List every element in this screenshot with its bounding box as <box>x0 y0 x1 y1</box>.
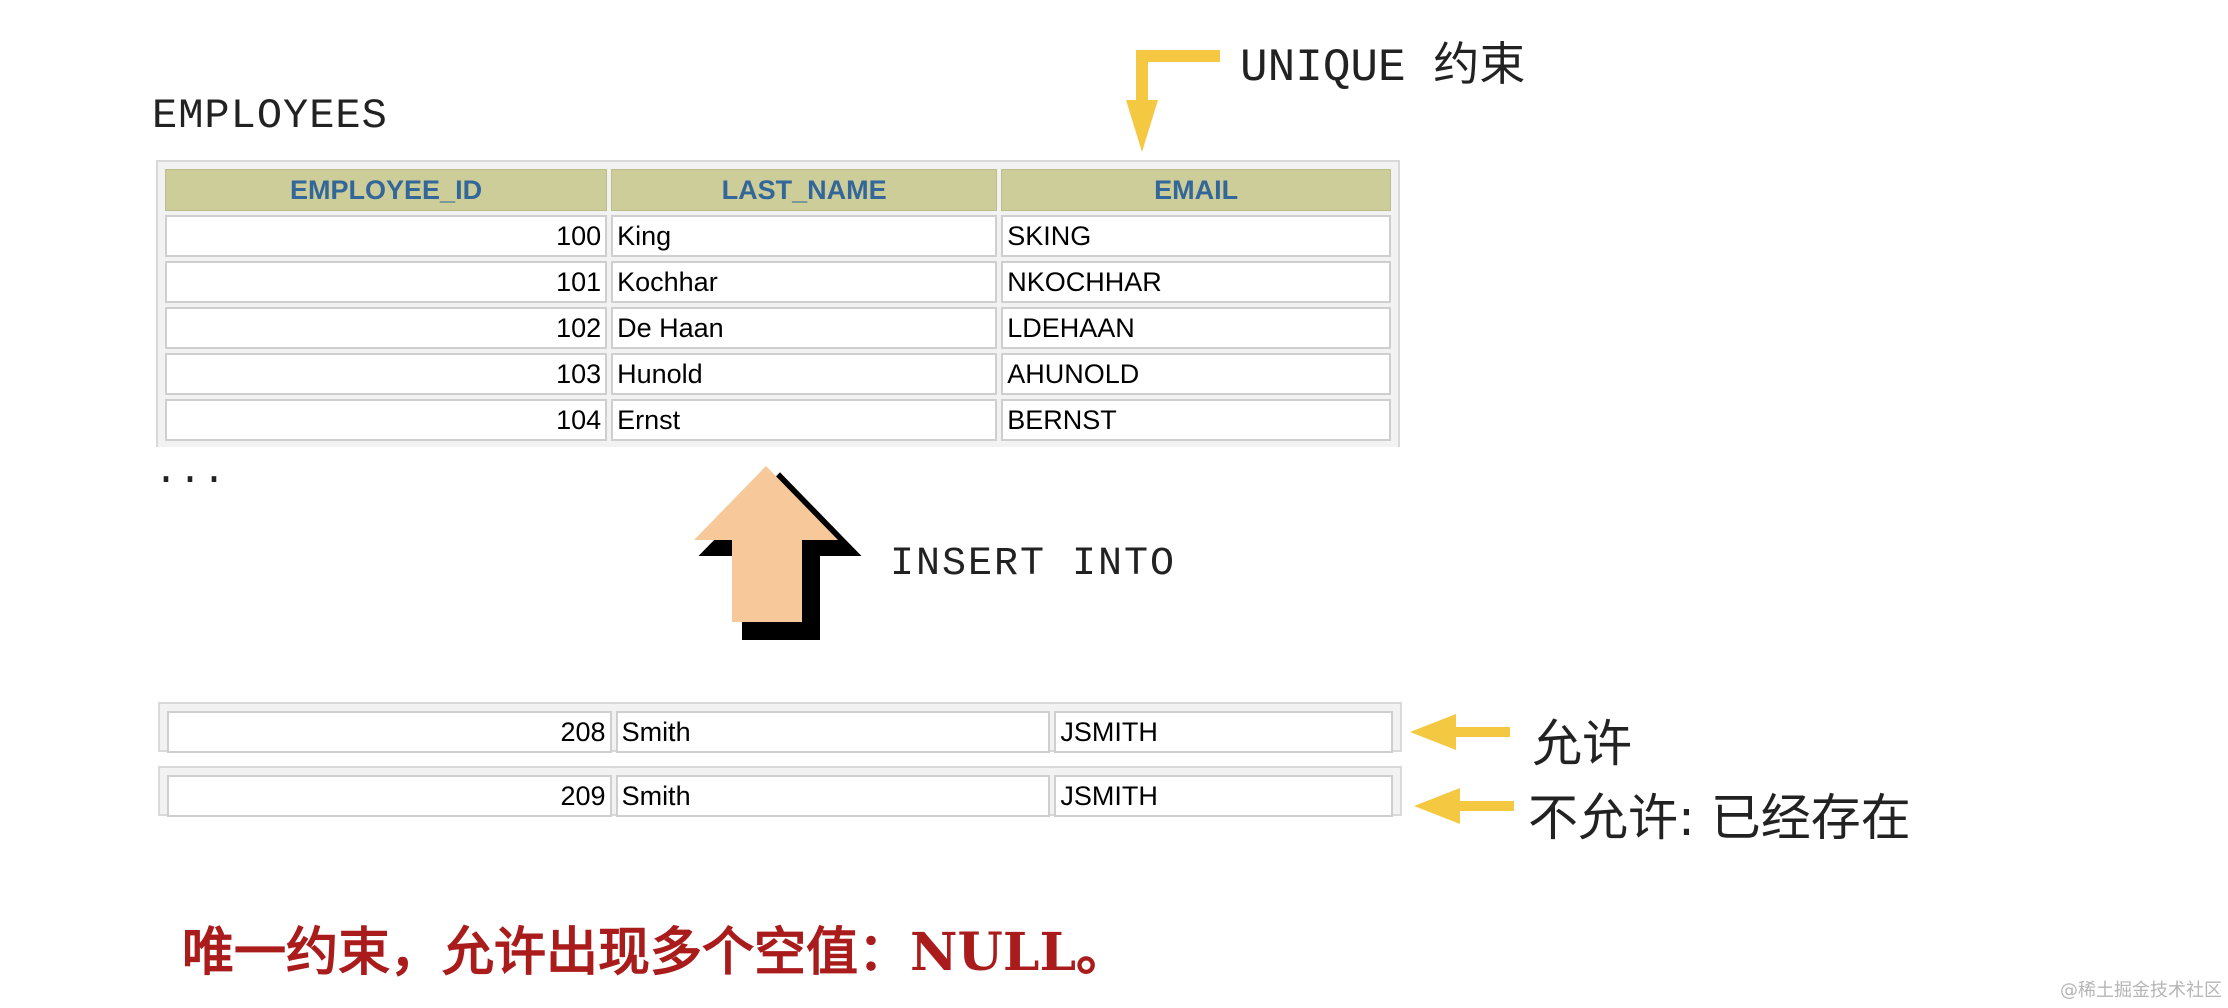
column-header-last-name: LAST_NAME <box>611 169 998 211</box>
employees-table: EMPLOYEE_ID LAST_NAME EMAIL 100 King SKI… <box>156 160 1400 447</box>
cell-last-name: Smith <box>615 711 1051 753</box>
employees-grid: EMPLOYEE_ID LAST_NAME EMAIL 100 King SKI… <box>161 165 1395 445</box>
watermark: @稀土掘金技术社区 <box>2060 980 2222 1001</box>
table-row: 209 Smith JSMITH <box>167 775 1393 817</box>
cell-email: JSMITH <box>1054 775 1393 817</box>
cell-last-name: Smith <box>615 775 1051 817</box>
table-ellipsis: ... <box>154 450 227 495</box>
unique-label-en: UNIQUE <box>1240 42 1406 94</box>
cell-employee-id: 101 <box>165 261 608 303</box>
cell-email: LDEHAAN <box>1001 307 1391 349</box>
insert-row-allowed-note: 允许 <box>1532 715 1632 773</box>
cell-last-name: King <box>611 215 998 257</box>
cell-employee-id: 104 <box>165 399 608 441</box>
table-header-row: EMPLOYEE_ID LAST_NAME EMAIL <box>165 169 1391 211</box>
insert-row-rejected: 209 Smith JSMITH <box>158 766 1402 817</box>
cell-employee-id: 208 <box>167 711 612 753</box>
insert-row-allowed: 208 Smith JSMITH <box>158 702 1402 753</box>
cell-last-name: Kochhar <box>611 261 998 303</box>
insert-into-label: INSERT INTO <box>890 542 1177 587</box>
unique-constraint-label: UNIQUE 约束 <box>1240 28 1525 94</box>
unique-label-cn: 约束 <box>1433 37 1526 91</box>
table-row: 208 Smith JSMITH <box>167 711 1393 753</box>
table-row: 103 Hunold AHUNOLD <box>165 353 1391 395</box>
column-header-email: EMAIL <box>1001 169 1391 211</box>
cell-employee-id: 103 <box>165 353 608 395</box>
cell-employee-id: 102 <box>165 307 608 349</box>
insert-row-rejected-note: 不允许: 已经存在 <box>1528 789 1911 847</box>
insert-row-grid: 209 Smith JSMITH <box>163 771 1397 821</box>
footer-note: 唯一约束，允许出现多个空值：NULL。 <box>182 922 1129 983</box>
cell-email: SKING <box>1001 215 1391 257</box>
left-arrow-icon <box>1410 714 1510 750</box>
table-row: 101 Kochhar NKOCHHAR <box>165 261 1391 303</box>
cell-last-name: Hunold <box>611 353 998 395</box>
column-header-employee-id: EMPLOYEE_ID <box>165 169 608 211</box>
cell-email: BERNST <box>1001 399 1391 441</box>
table-row: 102 De Haan LDEHAAN <box>165 307 1391 349</box>
cell-email: AHUNOLD <box>1001 353 1391 395</box>
table-row: 104 Ernst BERNST <box>165 399 1391 441</box>
cell-last-name: Ernst <box>611 399 998 441</box>
cell-employee-id: 100 <box>165 215 608 257</box>
insert-up-arrow-icon <box>694 466 862 640</box>
cell-employee-id: 209 <box>167 775 612 817</box>
unique-bent-arrow-icon <box>1126 50 1220 152</box>
cell-email: JSMITH <box>1054 711 1393 753</box>
cell-email: NKOCHHAR <box>1001 261 1391 303</box>
table-row: 100 King SKING <box>165 215 1391 257</box>
insert-row-grid: 208 Smith JSMITH <box>163 707 1397 757</box>
table-title: EMPLOYEES <box>152 92 388 140</box>
left-arrow-icon <box>1414 788 1514 824</box>
cell-last-name: De Haan <box>611 307 998 349</box>
